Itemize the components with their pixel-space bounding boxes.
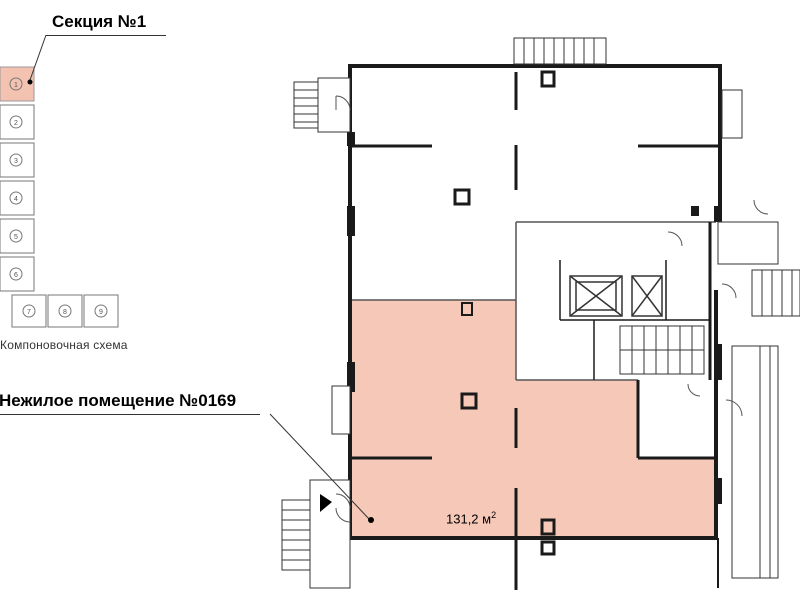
scheme-block-label: 8 — [63, 309, 67, 316]
unit-area-value: 131,2 м — [446, 511, 492, 527]
scheme-block-label: 9 — [99, 309, 103, 316]
interior-stairs — [619, 325, 705, 375]
scheme-block-label: 4 — [14, 196, 18, 203]
plan-columns — [347, 70, 722, 556]
section-title-underline — [46, 35, 166, 36]
scheme-block-8: 8 — [47, 294, 83, 328]
unit-title: Нежилое помещение №0169 — [0, 391, 237, 410]
unit-leader-dot — [368, 517, 374, 523]
scheme-block-1: 1 — [0, 66, 35, 102]
section-leader-dot — [27, 79, 33, 85]
scheme-block-5: 5 — [0, 218, 35, 254]
scheme-block-label: 6 — [14, 272, 18, 279]
section-title: Секция №1 — [52, 12, 147, 31]
section-leader — [29, 34, 47, 81]
scheme-block-label: 3 — [14, 158, 18, 165]
exterior-stairs — [281, 37, 800, 589]
unit-title-underline — [0, 414, 260, 415]
scheme-block-label: 2 — [14, 120, 18, 127]
door-swings — [335, 95, 769, 523]
scheme-block-4: 4 — [0, 180, 35, 216]
scheme-block-6: 6 — [0, 256, 35, 292]
elevator-shafts — [569, 275, 663, 317]
unit-leader — [269, 413, 371, 521]
entrance-arrow-icon — [320, 494, 332, 512]
scheme-block-label: 5 — [14, 234, 18, 241]
scheme-block-2: 2 — [0, 104, 35, 140]
unit-area-label: 131,2 м2 — [446, 510, 496, 526]
unit-area-fill — [352, 300, 716, 538]
composition-scheme: 1 2 3 4 5 6 7 — [0, 66, 119, 328]
scheme-block-3: 3 — [0, 142, 35, 178]
scheme-block-label: 7 — [27, 309, 31, 316]
scheme-block-label: 1 — [14, 82, 18, 89]
unit-area-unit-sup: 2 — [491, 510, 497, 520]
scheme-block-7: 7 — [11, 294, 47, 328]
scheme-caption: Компоновочная схема — [0, 338, 128, 352]
scheme-block-9: 9 — [83, 294, 119, 328]
